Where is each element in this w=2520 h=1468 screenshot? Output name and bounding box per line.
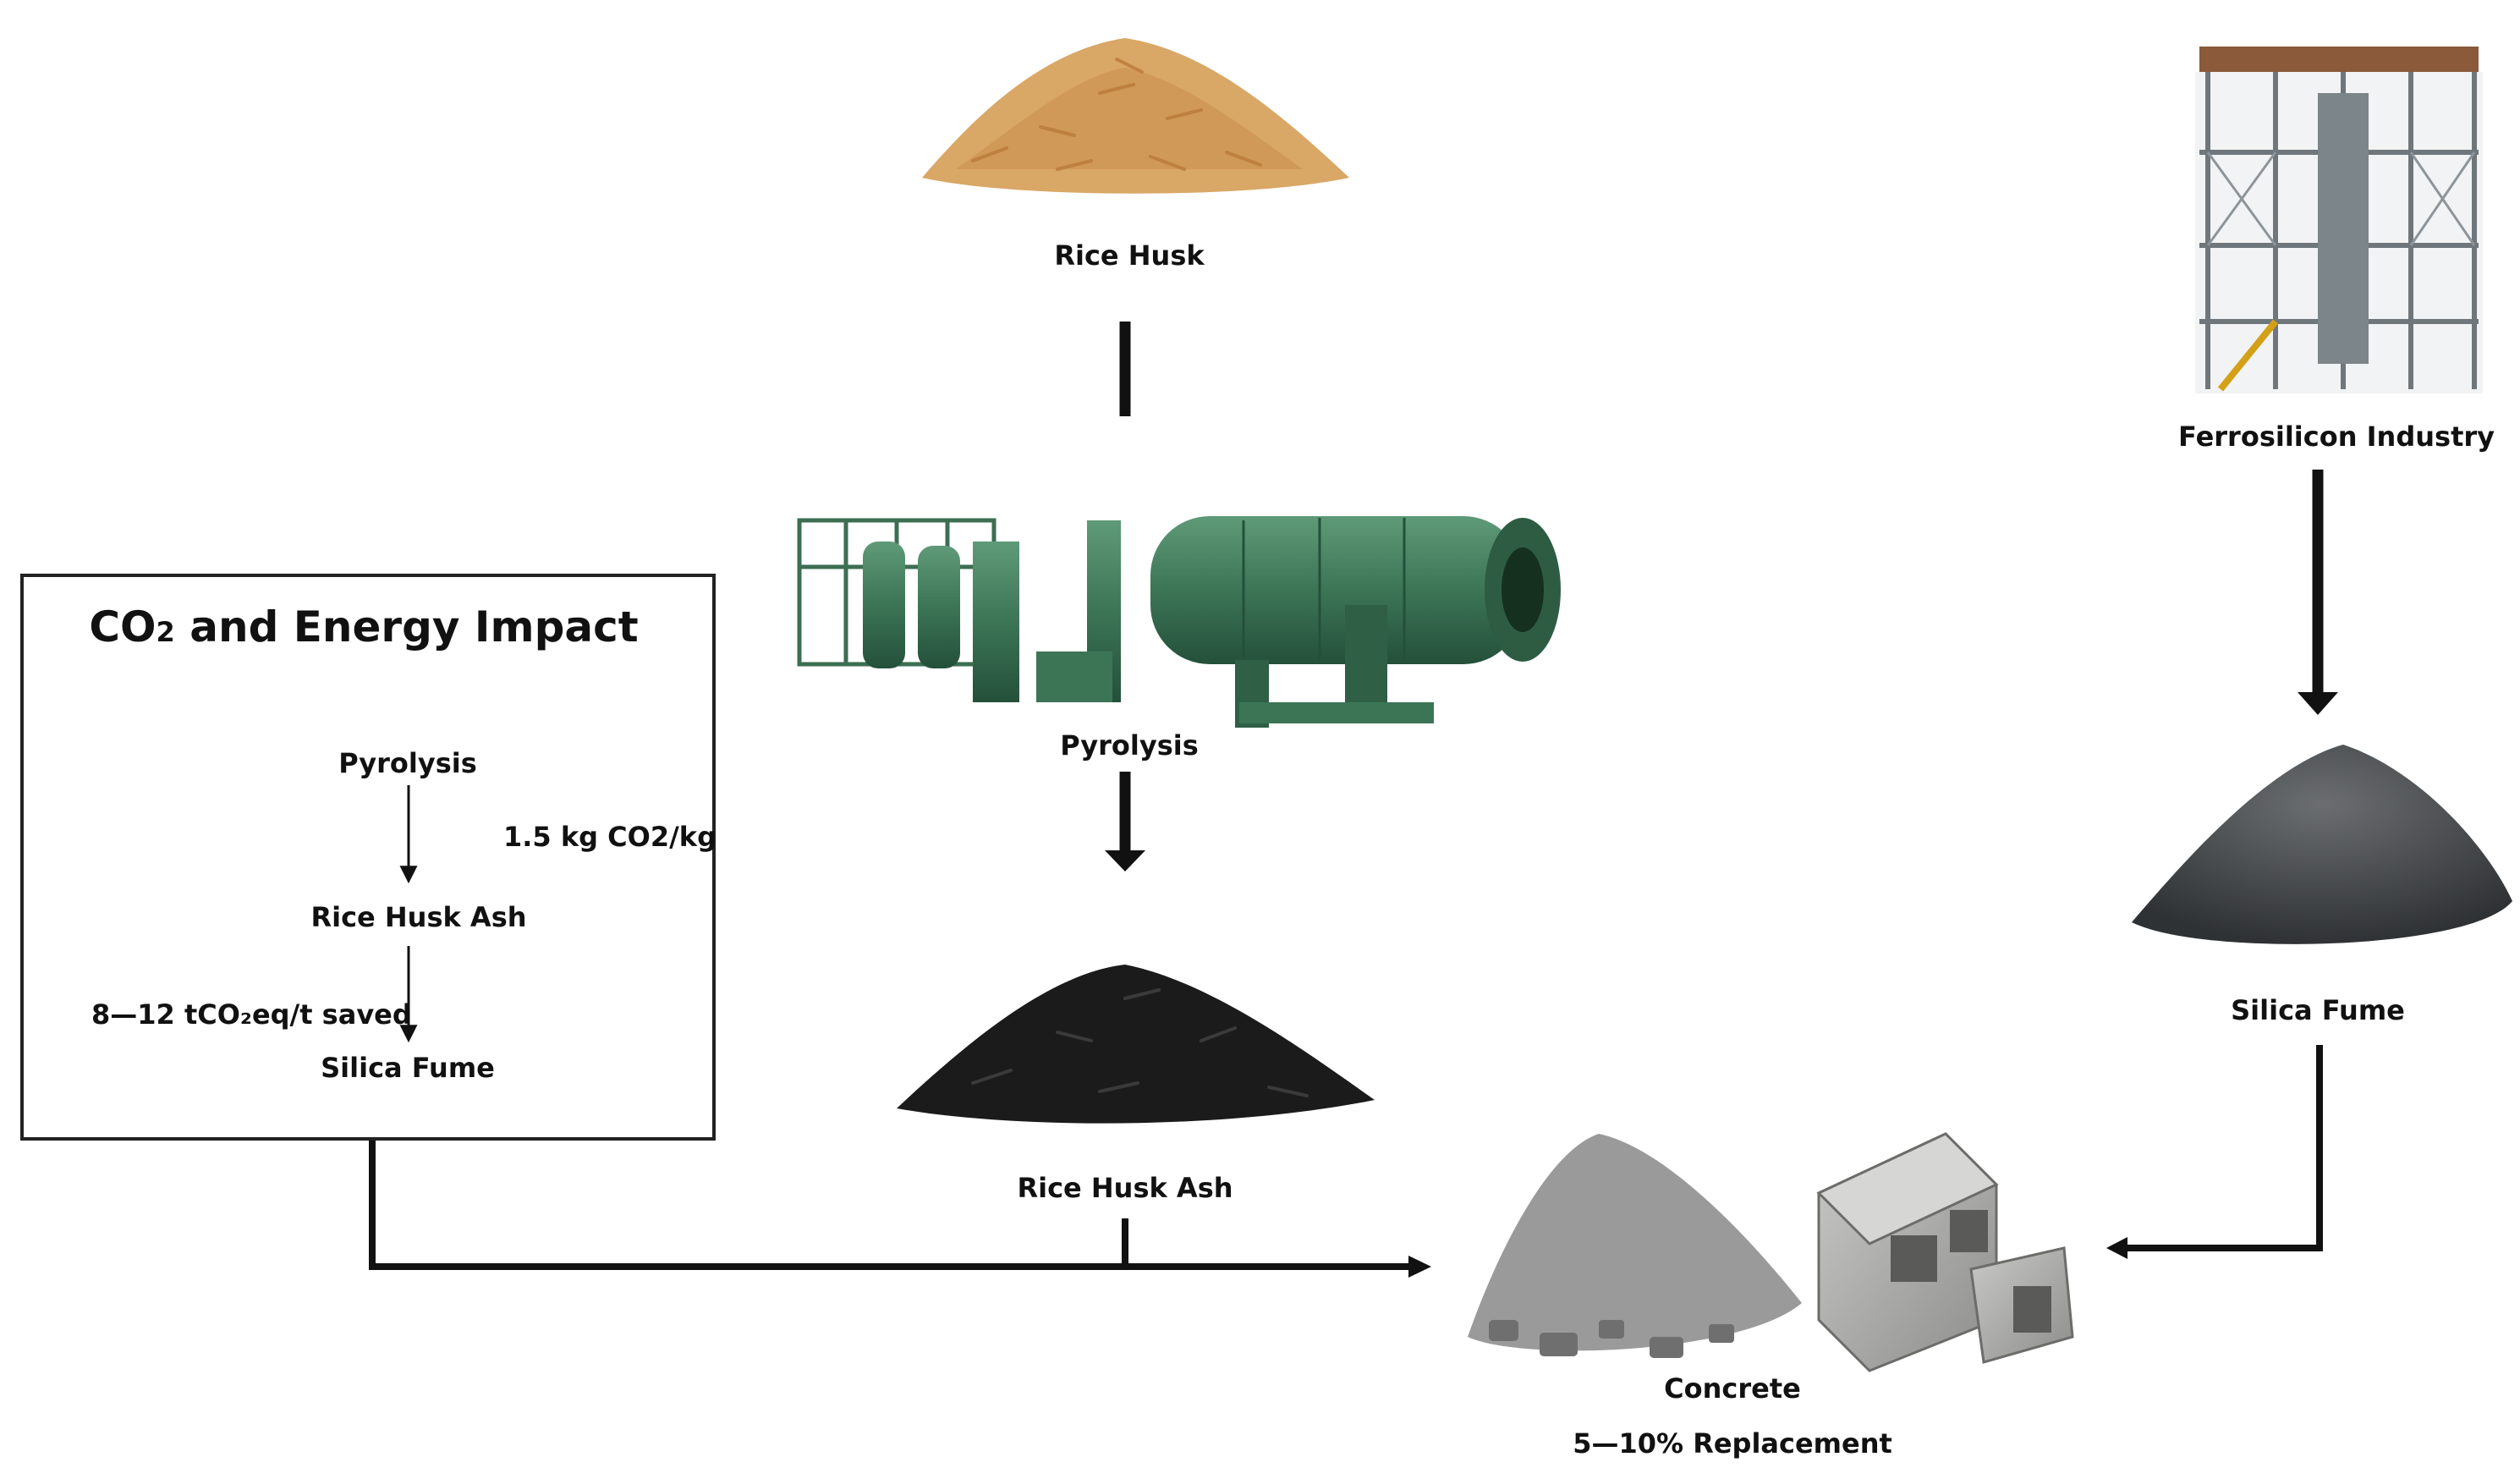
pyrolysis-plant-image (797, 516, 1561, 728)
impact-step-rice-husk-ash: Rice Husk Ash (310, 901, 527, 933)
impact-step-silica-fume: Silica Fume (321, 1052, 495, 1084)
arrow-ferrosilicon-to-silica-fume (2298, 470, 2338, 715)
concrete-image (1468, 1132, 2074, 1372)
arrow-silica-fume-to-concrete (2106, 1045, 2323, 1259)
label-rice-husk: Rice Husk (1054, 239, 1205, 272)
label-silica-fume: Silica Fume (2231, 994, 2405, 1026)
impact-title-subscript: 2 (156, 616, 175, 648)
rice-husk-image (922, 38, 1349, 194)
co2-energy-impact-box (20, 574, 716, 1141)
impact-title-prefix: CO (89, 602, 156, 652)
arrow-impact-box-to-concrete (369, 1141, 1431, 1278)
label-rice-husk-ash: Rice Husk Ash (1017, 1172, 1233, 1204)
label-pyrolysis: Pyrolysis (1060, 729, 1199, 761)
rice-husk-ash-image (897, 965, 1375, 1124)
impact-title-suffix: and Energy Impact (174, 602, 639, 652)
label-ferrosilicon-industry: Ferrosilicon Industry (2178, 421, 2495, 453)
label-replacement: 5—10% Replacement (1573, 1427, 1892, 1460)
impact-box-title: CO2 and Energy Impact (89, 602, 638, 652)
ferrosilicon-plant-image (2195, 47, 2483, 393)
impact-step-pyrolysis: Pyrolysis (338, 747, 477, 779)
arrow-pyrolysis-to-ash (1105, 772, 1145, 871)
label-concrete: Concrete (1664, 1372, 1801, 1405)
silica-fume-image (2132, 745, 2512, 944)
impact-arrow-label-savings: 8—12 tCO₂eq/t saved (91, 998, 412, 1031)
impact-arrow-label-emission: 1.5 kg CO2/kg (503, 821, 716, 853)
